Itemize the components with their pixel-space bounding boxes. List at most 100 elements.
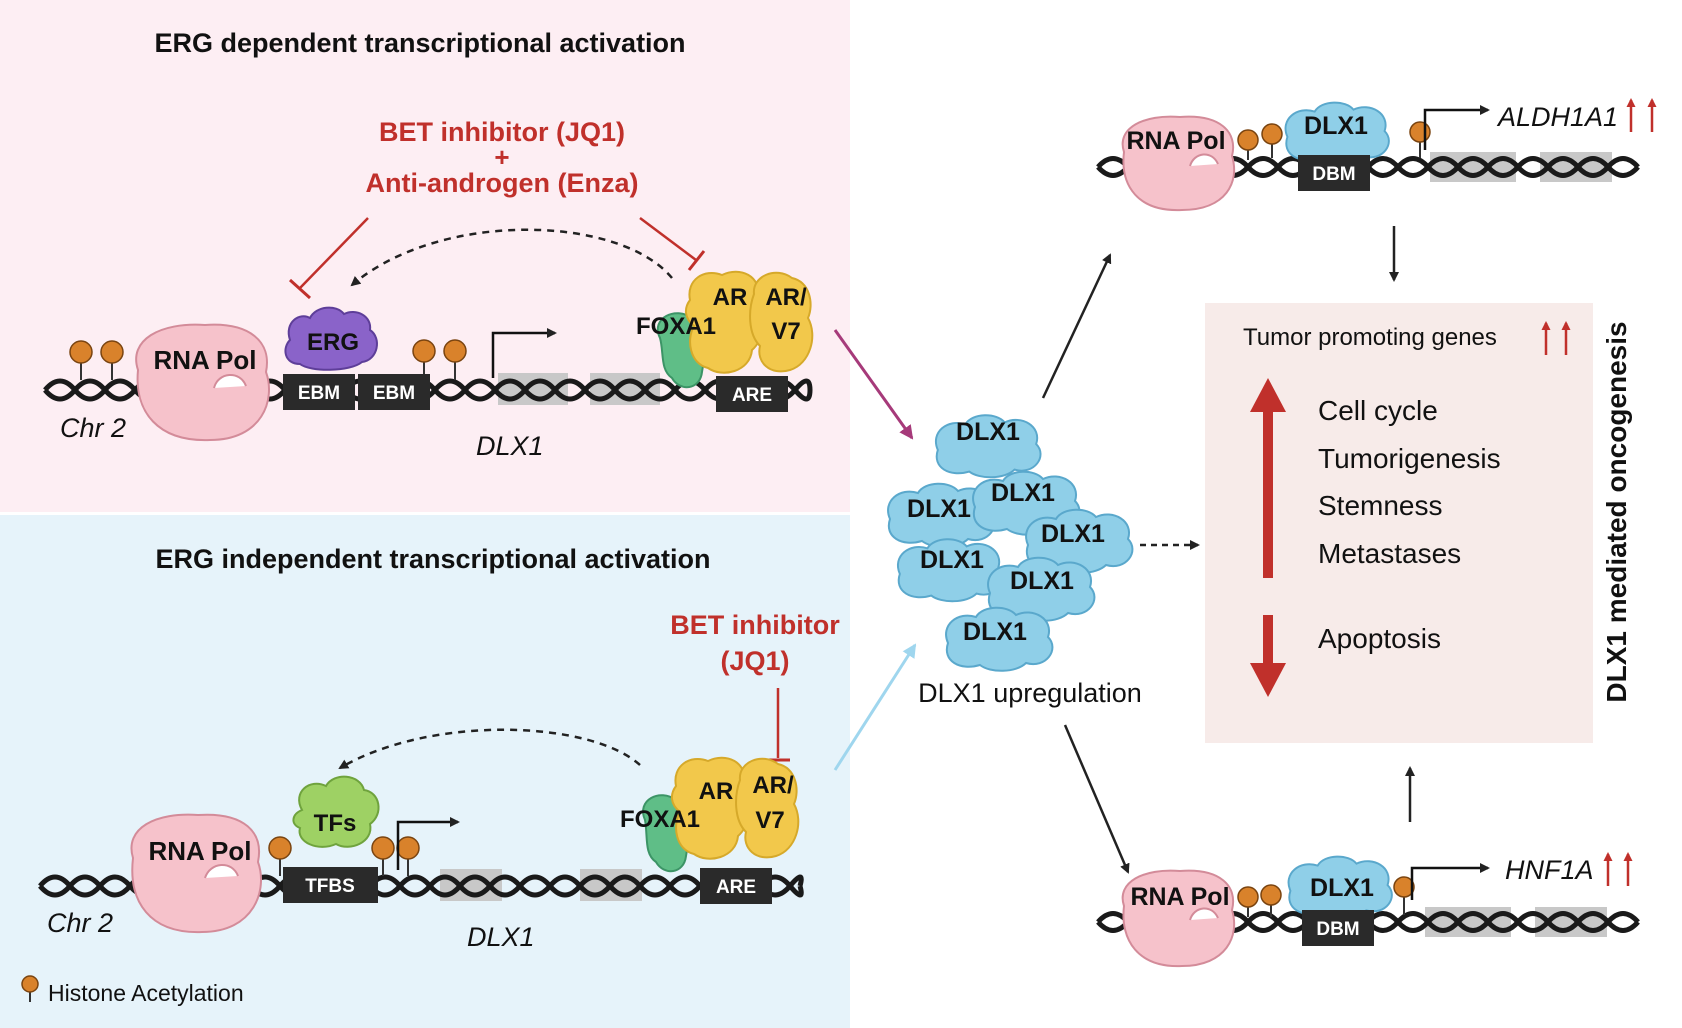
rna-pol-right-bottom: RNA Pol — [1121, 869, 1236, 968]
dlx1-protein: DLX1 — [934, 414, 1042, 479]
inhibitor-text-plus: + — [494, 142, 509, 172]
big-up-arrow — [1250, 378, 1286, 578]
chr-label-bottom: Chr 2 — [47, 908, 113, 938]
outcome-item-down-0: Apoptosis — [1318, 623, 1441, 654]
svg-text:EBM: EBM — [298, 383, 340, 404]
foxa1-bottom — [642, 794, 690, 872]
top-panel-bg — [0, 0, 850, 512]
are-box-top: ARE — [716, 376, 788, 412]
foxa1-top-label: FOXA1 — [636, 313, 716, 340]
svg-text:DLX1: DLX1 — [963, 618, 1027, 646]
ebm-box-2: EBM — [358, 374, 430, 410]
rna-pol-right-bottom-label: RNA Pol — [1130, 883, 1229, 911]
ar-v7-bottom-label-1: AR/ — [752, 772, 794, 799]
rna-pol-bottom-label: RNA Pol — [148, 836, 251, 866]
dlx1-protein: DLX1 — [945, 606, 1054, 672]
tfbs-box: TFBS — [283, 867, 378, 903]
ar-v7-top-label-1: AR/ — [765, 284, 807, 311]
dlx1-protein: DLX1 — [972, 470, 1081, 536]
dlx1-bound-top: DLX1 — [1284, 101, 1390, 165]
inhibition-line-ar — [639, 217, 706, 271]
outcome-item-up-0: Cell cycle — [1318, 395, 1438, 426]
erg-label: ERG — [307, 329, 359, 356]
oncogenesis-side-label: DLX1 mediated oncogenesis — [1601, 321, 1632, 702]
rna-pol-right-top: RNA Pol — [1121, 115, 1236, 212]
ar-complex-bottom — [670, 756, 800, 860]
svg-text:DLX1: DLX1 — [1041, 520, 1105, 548]
up-arrows-aldh1a1 — [1626, 98, 1657, 132]
svg-text:EBM: EBM — [373, 383, 415, 404]
arrow-to-hnf1a — [1063, 724, 1130, 874]
inhibitor-bottom-line2: (JQ1) — [720, 646, 789, 676]
histone-legend-label: Histone Acetylation — [48, 980, 244, 1006]
svg-text:DLX1: DLX1 — [1010, 567, 1074, 595]
inhibitor-bottom-line1: BET inhibitor — [670, 610, 840, 640]
ar-v7-top-label-2: V7 — [771, 318, 800, 345]
rna-pol-top-label: RNA Pol — [153, 345, 256, 375]
ar-bottom-label: AR — [699, 778, 734, 805]
svg-text:DLX1: DLX1 — [1304, 112, 1368, 140]
dbm-box-bottom: DBM — [1302, 910, 1374, 946]
outcome-item-up-2: Stemness — [1318, 490, 1443, 521]
chr-label-top: Chr 2 — [60, 413, 126, 443]
tumor-genes-header: Tumor promoting genes — [1243, 324, 1497, 351]
outcome-item-up-1: Tumorigenesis — [1318, 443, 1501, 474]
svg-text:TFBS: TFBS — [305, 876, 355, 897]
up-arrows-hnf1a — [1603, 852, 1633, 886]
are-box-bottom: ARE — [700, 868, 772, 904]
dlx1-upregulation-label: DLX1 upregulation — [918, 678, 1142, 708]
feedback-arrow-bottom — [338, 728, 641, 770]
tss-arrow-bottom — [396, 817, 460, 870]
inhibitor-text-bet: BET inhibitor (JQ1) — [379, 117, 625, 147]
aldh1a1-label: ALDH1A1 — [1496, 102, 1618, 132]
big-down-arrow — [1250, 615, 1286, 697]
gene-label-bottom: DLX1 — [467, 922, 535, 952]
inhibitor-text-enza: Anti-androgen (Enza) — [366, 168, 639, 198]
svg-text:DLX1: DLX1 — [1310, 874, 1374, 902]
dlx1-protein: DLX1 — [987, 556, 1096, 622]
ar-v7-bottom-label-2: V7 — [755, 807, 784, 834]
histone-legend: Histone Acetylation — [21, 975, 244, 1006]
svg-text:DBM: DBM — [1312, 164, 1355, 185]
erg-protein: ERG — [284, 306, 378, 371]
gene-label-top: DLX1 — [476, 431, 544, 461]
acetylation-marks-bottom — [268, 836, 420, 876]
svg-text:DBM: DBM — [1316, 919, 1359, 940]
tss-arrow-right-top — [1423, 105, 1490, 150]
top-panel-title: ERG dependent transcriptional activation — [154, 28, 685, 58]
histone-acetylation-icon — [21, 975, 39, 993]
hnf1a-label: HNF1A — [1505, 855, 1594, 885]
ar-top-label: AR — [713, 284, 748, 311]
bottom-panel-title: ERG independent transcriptional activati… — [155, 544, 710, 574]
acetylation-marks-top — [69, 339, 467, 380]
dlx1-protein: DLX1 — [887, 482, 996, 548]
svg-text:DLX1: DLX1 — [956, 418, 1020, 446]
svg-text:ARE: ARE — [716, 877, 756, 898]
dlx1-protein: DLX1 — [1025, 508, 1134, 574]
ebm-box-1: EBM — [283, 374, 355, 410]
acetylation-marks-right-bottom — [1237, 876, 1415, 917]
arrow-bottom-to-dlx1 — [833, 643, 917, 771]
ar-complex-top — [684, 270, 814, 374]
arrow-top-to-dlx1 — [833, 329, 914, 440]
svg-text:DLX1: DLX1 — [907, 495, 971, 523]
feedback-arrow-top — [350, 228, 673, 287]
arrow-to-aldh1a1 — [1041, 253, 1112, 399]
dlx1-cluster: DLX1 DLX1 DLX1 DLX1 DLX1 DLX1 DLX1 — [887, 414, 1134, 672]
dlx1-bound-bottom: DLX1 — [1287, 855, 1393, 919]
rna-pol-bottom: RNA Pol — [130, 813, 262, 934]
up-arrows-tumor-genes — [1541, 321, 1571, 355]
inhibition-line-erg — [288, 217, 369, 300]
rna-pol-right-top-label: RNA Pol — [1126, 127, 1225, 155]
outcome-item-up-3: Metastases — [1318, 538, 1461, 569]
tss-arrow-right-bottom — [1410, 863, 1490, 900]
tfs-protein: TFs — [292, 775, 380, 848]
svg-text:DLX1: DLX1 — [991, 479, 1055, 507]
dbm-box-top: DBM — [1298, 155, 1370, 191]
tss-arrow-top — [491, 328, 557, 378]
dlx1-protein: DLX1 — [896, 538, 1004, 603]
foxa1-bottom-label: FOXA1 — [620, 806, 700, 833]
tfs-label: TFs — [314, 810, 357, 837]
rna-pol-top: RNA Pol — [135, 323, 270, 442]
